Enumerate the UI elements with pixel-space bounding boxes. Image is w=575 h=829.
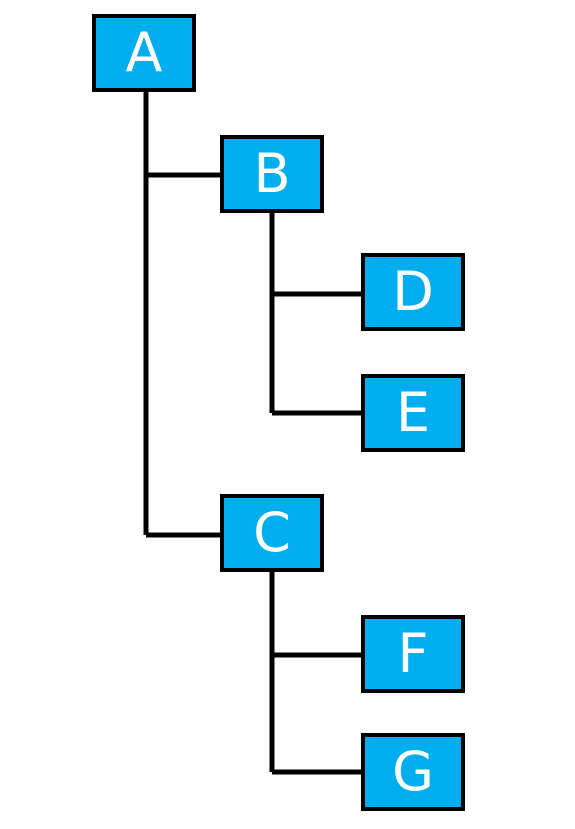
node-b[interactable]: B: [220, 135, 324, 213]
node-d[interactable]: D: [361, 253, 465, 331]
node-a[interactable]: A: [92, 14, 196, 92]
connector-b-children: [269, 213, 361, 416]
node-f[interactable]: F: [361, 615, 465, 693]
node-e[interactable]: E: [361, 374, 465, 452]
connector-c-children: [269, 572, 361, 775]
node-c[interactable]: C: [220, 494, 324, 572]
connector-a-children: [143, 92, 220, 538]
node-g[interactable]: G: [361, 733, 465, 811]
